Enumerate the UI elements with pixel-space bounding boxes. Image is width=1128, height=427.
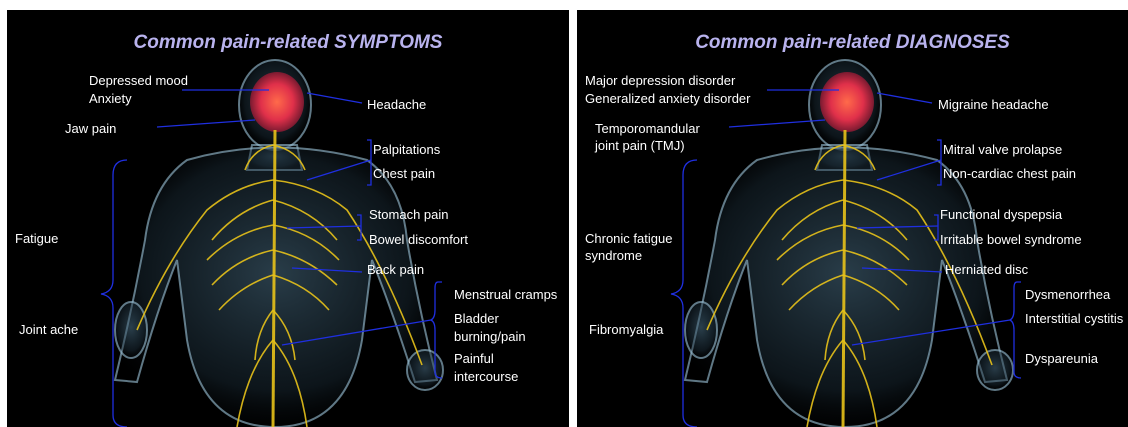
label-mitral-valve: Mitral valve prolapse xyxy=(943,141,1062,159)
label-dysmenorrhea: Dysmenorrhea xyxy=(1025,286,1110,304)
label-dyspareunia: Dyspareunia xyxy=(1025,350,1098,368)
symptoms-panel: Common pain-related SYMPTOMS Depressed m… xyxy=(7,10,569,427)
label-major-depression: Major depression disorder xyxy=(585,72,735,90)
label-bladder-burning: burning/pain xyxy=(454,328,526,346)
label-palpitations: Palpitations xyxy=(373,141,440,159)
label-back-pain: Back pain xyxy=(367,261,424,279)
label-fatigue: Fatigue xyxy=(15,230,58,248)
diagnoses-panel: Common pain-related DIAGNOSES Major depr… xyxy=(577,10,1128,427)
label-joint-ache: Joint ache xyxy=(19,321,78,339)
label-headache: Headache xyxy=(367,96,426,114)
label-depressed-mood: Depressed mood xyxy=(89,72,188,90)
panel-title: Common pain-related DIAGNOSES xyxy=(577,32,1128,54)
label-painful: Painful xyxy=(454,350,494,368)
label-non-cardiac-chest: Non-cardiac chest pain xyxy=(943,165,1076,183)
label-migraine: Migraine headache xyxy=(938,96,1049,114)
brain xyxy=(250,72,304,132)
label-temporomandular: Temporomandular xyxy=(595,120,700,138)
label-generalized-anxiety: Generalized anxiety disorder xyxy=(585,90,750,108)
panel-title: Common pain-related SYMPTOMS xyxy=(7,32,569,54)
label-tmj: joint pain (TMJ) xyxy=(595,137,685,155)
label-chest-pain: Chest pain xyxy=(373,165,435,183)
label-bladder: Bladder xyxy=(454,310,499,328)
label-fibromyalgia: Fibromyalgia xyxy=(589,321,663,339)
brain xyxy=(820,72,874,132)
label-interstitial-cystitis: Interstitial cystitis xyxy=(1025,310,1123,328)
label-menstrual-cramps: Menstrual cramps xyxy=(454,286,557,304)
label-jaw-pain: Jaw pain xyxy=(65,120,116,138)
label-chronic-fatigue: Chronic fatigue xyxy=(585,230,672,248)
label-bowel-discomfort: Bowel discomfort xyxy=(369,231,468,249)
label-intercourse: intercourse xyxy=(454,368,518,386)
label-herniated-disc: Herniated disc xyxy=(945,261,1028,279)
label-syndrome: syndrome xyxy=(585,247,642,265)
label-functional-dyspepsia: Functional dyspepsia xyxy=(940,206,1062,224)
label-anxiety: Anxiety xyxy=(89,90,132,108)
label-stomach-pain: Stomach pain xyxy=(369,206,449,224)
label-ibs: Irritable bowel syndrome xyxy=(940,231,1082,249)
